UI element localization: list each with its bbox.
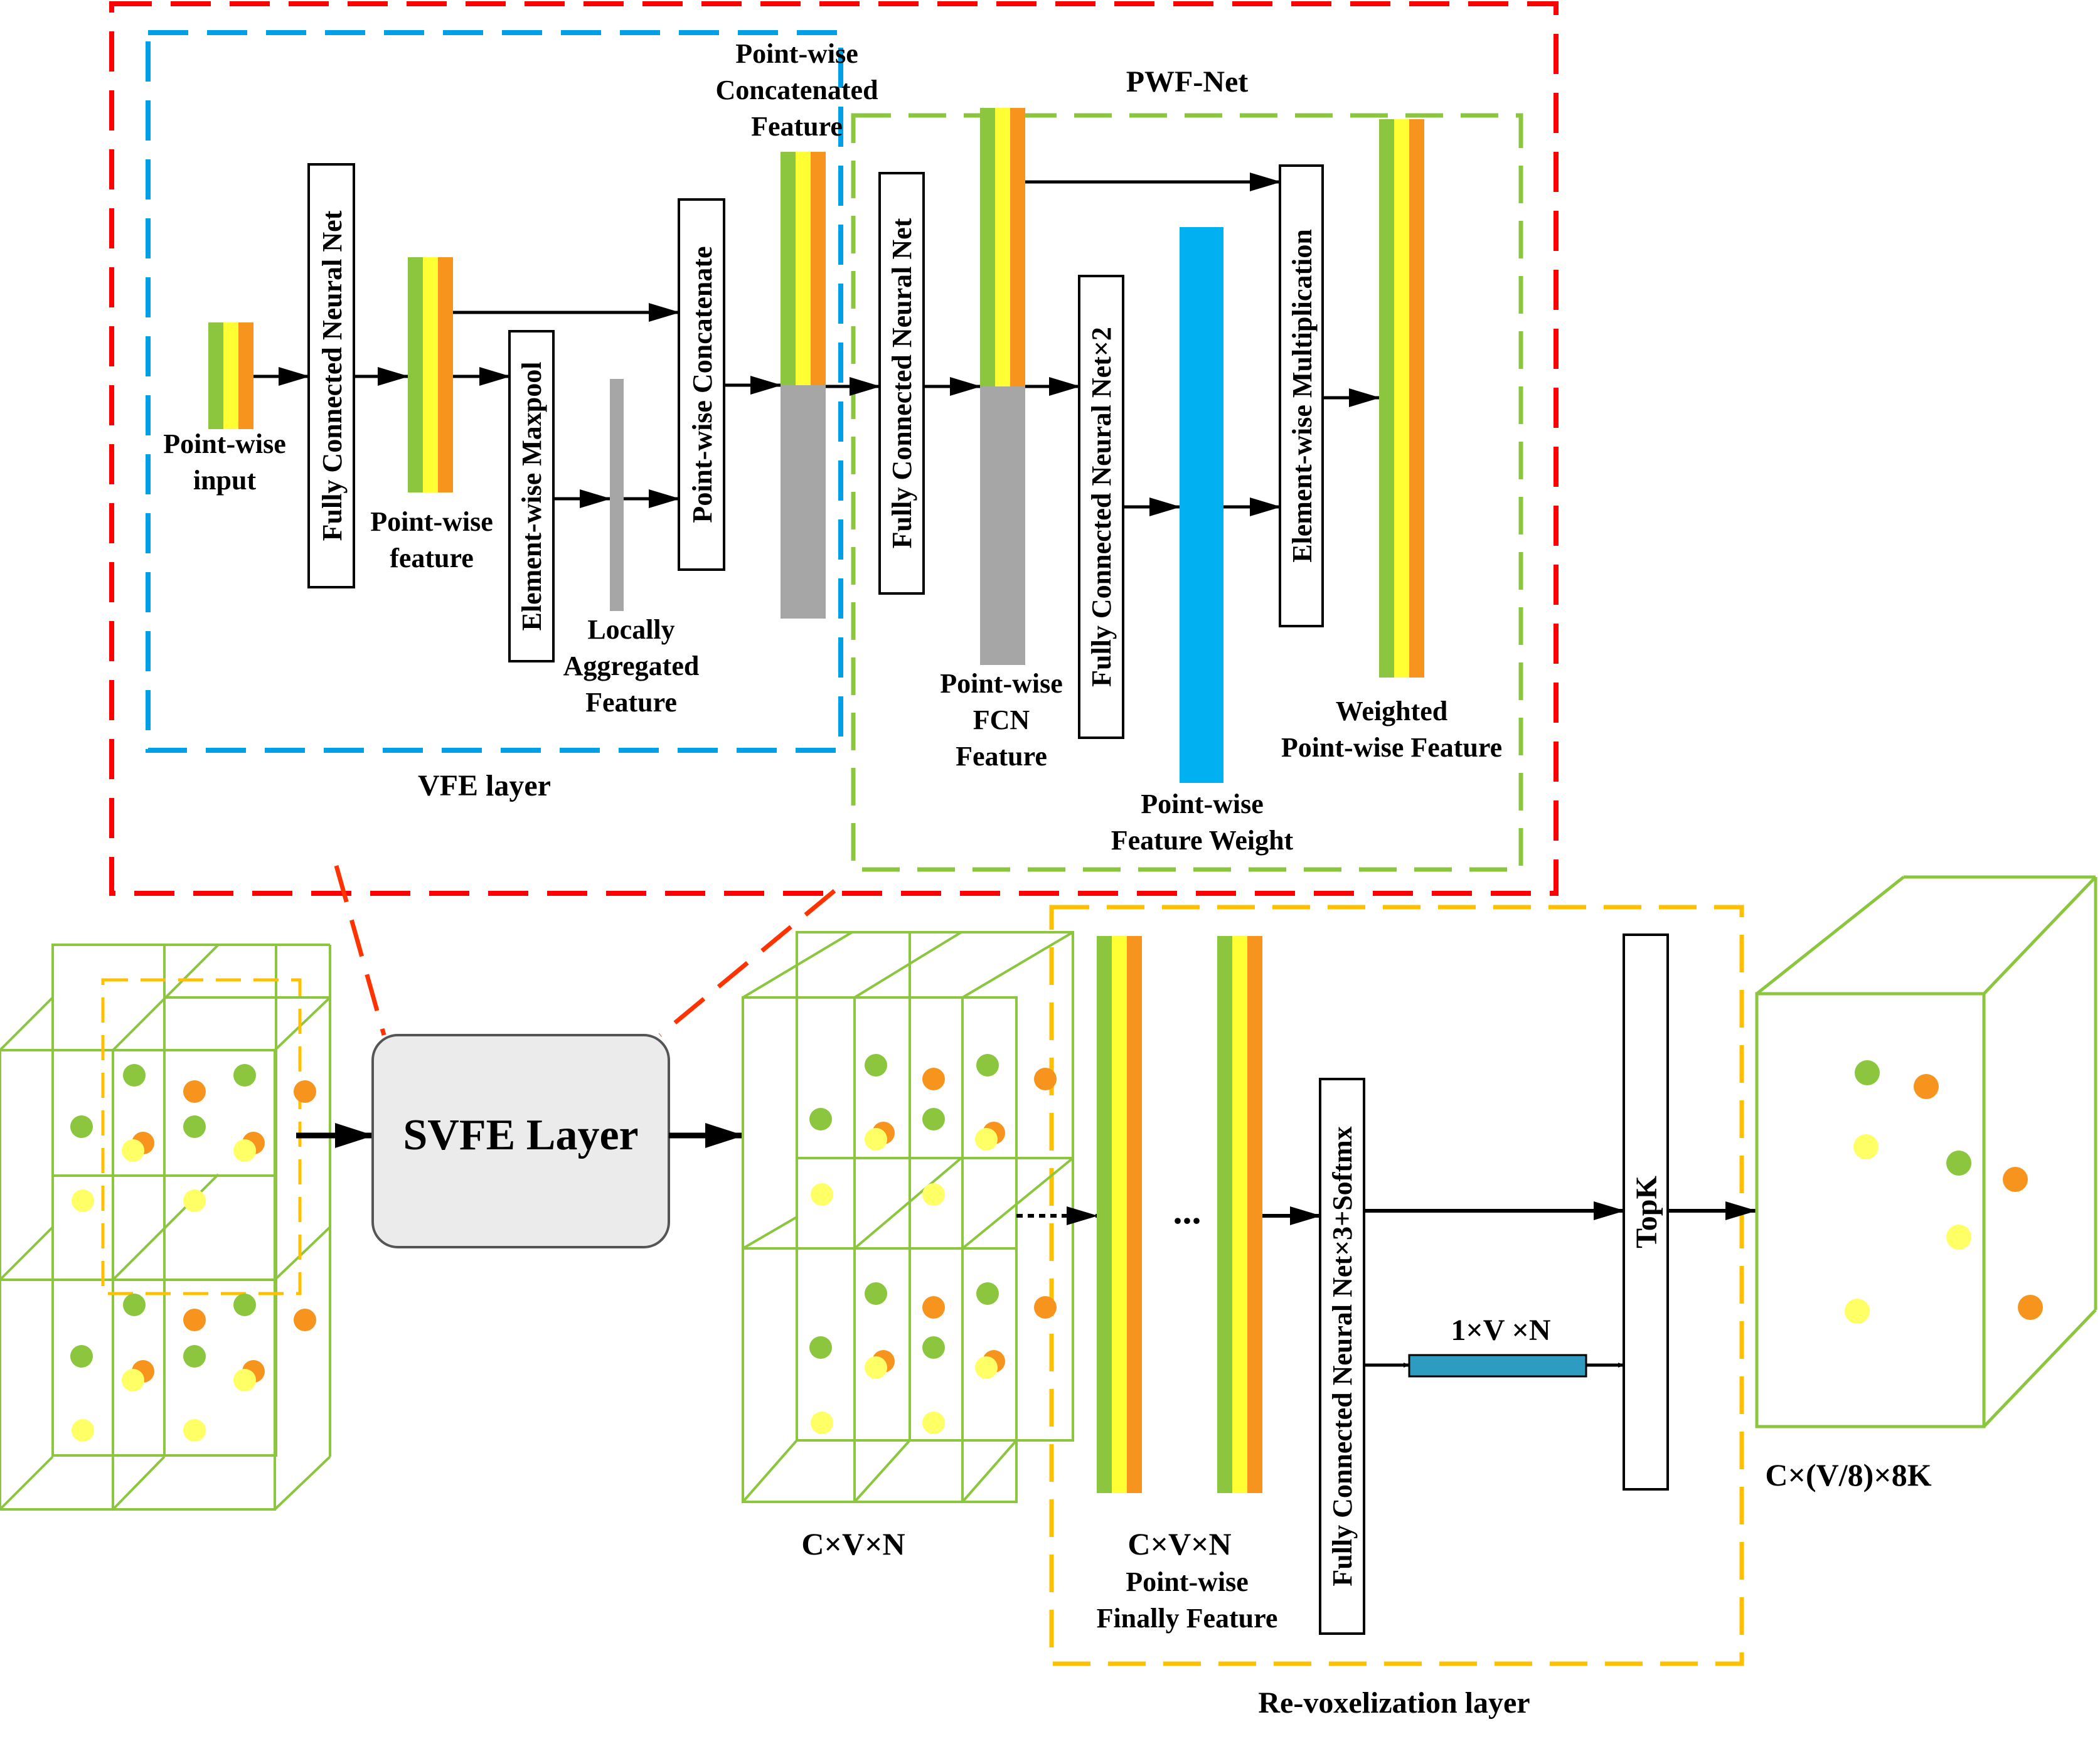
finally-label-1: Point-wise bbox=[1126, 1566, 1249, 1597]
weighted-point-wise-feature-bar bbox=[1379, 119, 1424, 678]
finally-label-2: Finally Feature bbox=[1097, 1603, 1278, 1634]
svfe-layer-box bbox=[371, 1034, 670, 1248]
finally-ellipsis: ... bbox=[1173, 1190, 1202, 1231]
input-voxel-highlight-frame bbox=[101, 978, 302, 1295]
element-wise-multiplication-label: Element-wise Multiplication bbox=[1287, 229, 1318, 563]
zoom-connector-left bbox=[334, 865, 386, 1036]
element-wise-multiplication-box bbox=[1279, 164, 1324, 627]
mid-voxel-points bbox=[809, 1054, 1057, 1434]
pwf-net-title: PWF-Net bbox=[1126, 65, 1249, 98]
finally-feature-bar-2 bbox=[1217, 936, 1262, 1493]
index-vector-bar bbox=[1408, 1354, 1587, 1378]
topk-box bbox=[1623, 933, 1669, 1491]
fcn2-box bbox=[878, 172, 925, 595]
point-wise-feature-bar bbox=[408, 257, 453, 492]
locally-aggregated-feature-bar bbox=[610, 379, 624, 611]
aggregated-label: Aggregated bbox=[563, 651, 700, 681]
fcn-softmax-box bbox=[1319, 1078, 1365, 1635]
point-wise-feature-label-1: Point-wise bbox=[370, 506, 493, 537]
fcn2-box-label: Fully Connected Neural Net bbox=[887, 218, 917, 548]
input-voxel-grid bbox=[0, 944, 331, 1511]
concatenate-box bbox=[678, 198, 725, 571]
pw-fcn-label-1: Point-wise bbox=[940, 668, 1063, 699]
finally-dims-label: C×V×N bbox=[1127, 1526, 1231, 1561]
concatenated-label-2: Concatenated bbox=[715, 75, 878, 105]
point-wise-input-label-2: input bbox=[193, 465, 257, 496]
feature-weight-label-1: Point-wise bbox=[1141, 789, 1264, 819]
fcn-x2-box-label: Fully Connected Neural Net×2 bbox=[1086, 327, 1117, 687]
fcn-box-label: Fully Connected Neural Net bbox=[317, 210, 348, 541]
mid-grid-dims-label: C×V×N bbox=[801, 1526, 905, 1561]
pw-fcn-label-3: Feature bbox=[956, 741, 1047, 772]
pwf-net-outer-frame bbox=[109, 1, 1559, 896]
pwf-net-inner-frame bbox=[851, 113, 1523, 872]
point-wise-feature-weight-bar bbox=[1180, 227, 1223, 783]
weighted-label-2: Point-wise Feature bbox=[1281, 732, 1502, 763]
feature-weight-label-2: Feature Weight bbox=[1111, 825, 1294, 856]
output-voxel-points bbox=[1845, 1060, 2043, 1324]
maxpool-box bbox=[508, 330, 555, 662]
zoom-connector-right bbox=[658, 889, 836, 1037]
mid-voxel-grid bbox=[742, 931, 1074, 1503]
svfe-layer-label: SVFE Layer bbox=[403, 1111, 638, 1159]
concatenated-label-3: Feature bbox=[751, 111, 843, 142]
output-dims-label: C×(V/8)×8K bbox=[1765, 1457, 1931, 1492]
input-voxel-points bbox=[70, 1064, 316, 1442]
vfe-layer-title: VFE layer bbox=[418, 769, 551, 802]
fcn-x2-box bbox=[1078, 275, 1124, 739]
concatenate-box-label: Point-wise Concatenate bbox=[687, 246, 718, 523]
output-voxel-cube bbox=[1755, 875, 2097, 1428]
locally-label: Locally bbox=[587, 614, 674, 645]
point-wise-concatenated-feature-bar bbox=[781, 152, 826, 619]
maxpool-box-label: Element-wise Maxpool bbox=[516, 362, 547, 631]
aggregated-feature-label: Feature bbox=[585, 687, 677, 718]
finally-feature-bar-1 bbox=[1097, 936, 1142, 1493]
concatenated-label-1: Point-wise bbox=[735, 38, 858, 69]
weighted-label-1: Weighted bbox=[1336, 696, 1447, 726]
point-wise-feature-label-2: feature bbox=[390, 543, 474, 573]
topk-label: TopK bbox=[1630, 1176, 1663, 1248]
revoxelization-frame bbox=[1049, 905, 1744, 1666]
pw-fcn-label-2: FCN bbox=[973, 705, 1030, 735]
point-wise-input-bar bbox=[208, 322, 253, 429]
index-vector-label: 1×V ×N bbox=[1451, 1314, 1551, 1347]
revoxelization-title: Re-voxelization layer bbox=[1258, 1686, 1530, 1720]
point-wise-fcn-feature-bar bbox=[980, 108, 1025, 665]
fcn-softmax-label: Fully Connected Neural Net×3+Softmx bbox=[1327, 1126, 1358, 1586]
point-wise-input-label-1: Point-wise bbox=[163, 428, 286, 459]
